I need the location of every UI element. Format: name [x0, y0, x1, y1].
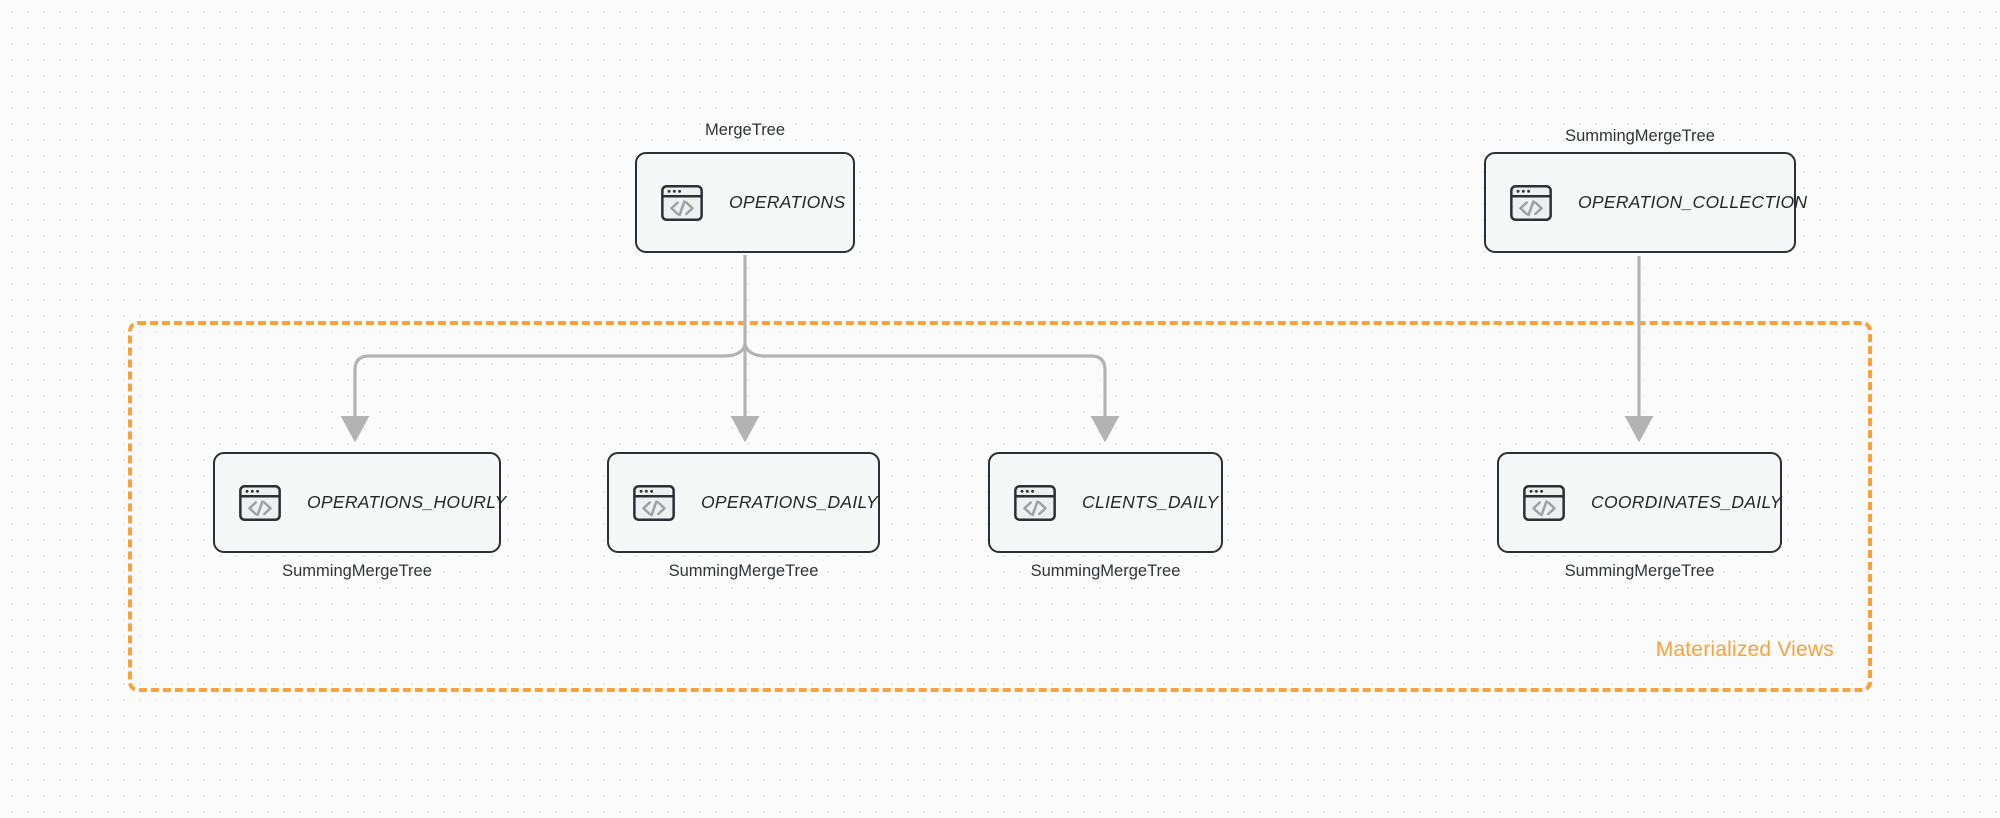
- engine-label-operations-daily: SummingMergeTree: [668, 562, 819, 580]
- materialized-views-label: Materialized Views: [1655, 638, 1834, 661]
- node-operations-daily[interactable]: OPERATIONS_DAILY: [607, 452, 880, 553]
- node-clients-daily[interactable]: CLIENTS_DAILY: [988, 452, 1223, 553]
- code-window-icon: [631, 480, 677, 526]
- engine-label-operation-collection: SummingMergeTree: [1565, 127, 1715, 145]
- engine-label-clients-daily: SummingMergeTree: [1030, 562, 1181, 580]
- node-operations-hourly[interactable]: OPERATIONS_HOURLY: [213, 452, 506, 553]
- node-label: CLIENTS_DAILY: [1082, 492, 1219, 512]
- node-operation-collection[interactable]: OPERATION_COLLECTION: [1484, 152, 1807, 253]
- node-coordinates-daily[interactable]: COORDINATES_DAILY: [1497, 452, 1782, 553]
- engine-label-operations-hourly: SummingMergeTree: [282, 562, 432, 580]
- node-label: OPERATIONS: [729, 192, 846, 212]
- node-label: OPERATIONS_HOURLY: [307, 492, 507, 512]
- code-window-icon: [237, 480, 283, 526]
- node-operations[interactable]: OPERATIONS: [635, 152, 855, 253]
- engine-label-operations: MergeTree: [704, 121, 786, 139]
- node-label: OPERATION_COLLECTION: [1578, 192, 1808, 212]
- code-window-icon: [1521, 480, 1567, 526]
- materialized-views-group: Materialized Views: [128, 321, 1872, 692]
- engine-label-coordinates-daily: SummingMergeTree: [1564, 562, 1715, 580]
- code-window-icon: [659, 180, 705, 226]
- node-label: COORDINATES_DAILY: [1591, 492, 1782, 512]
- code-window-icon: [1508, 180, 1554, 226]
- node-label: OPERATIONS_DAILY: [701, 492, 878, 512]
- code-window-icon: [1012, 480, 1058, 526]
